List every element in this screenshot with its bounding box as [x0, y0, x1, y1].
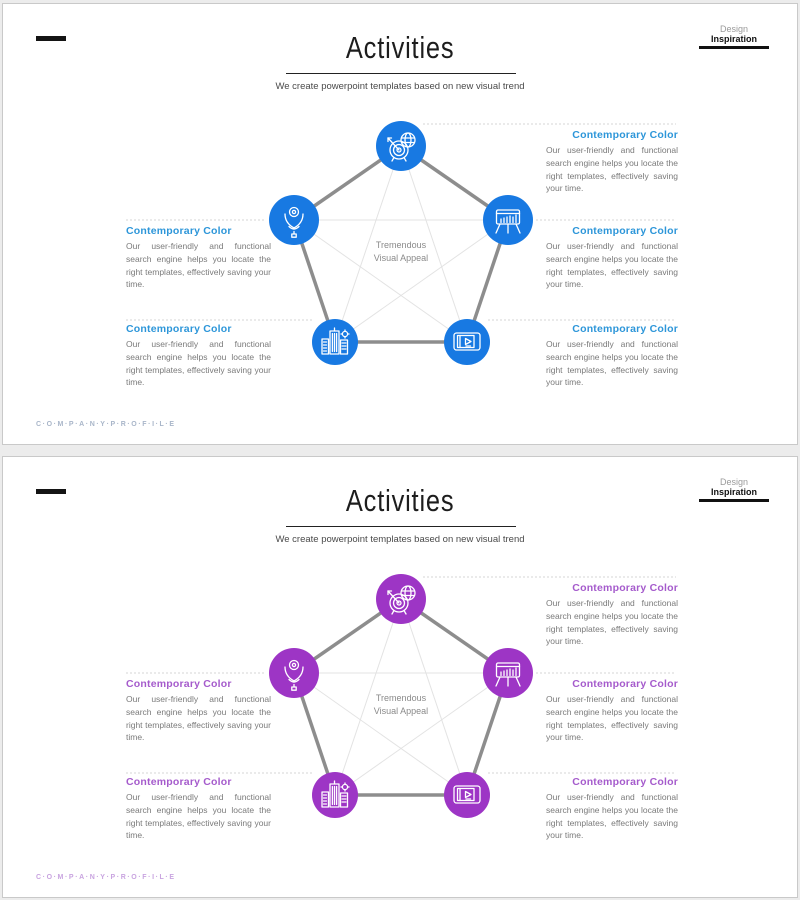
text-block-bottom-left: Contemporary Color Our user-friendly and…: [126, 323, 271, 389]
block-heading: Contemporary Color: [126, 225, 232, 237]
text-block-bottom-right: Contemporary Color Our user-friendly and…: [546, 323, 678, 389]
block-heading: Contemporary Color: [572, 129, 678, 141]
star-line: [400, 145, 468, 343]
inspiration-label: Inspiration: [710, 487, 757, 497]
target-globe-icon: [387, 132, 416, 162]
text-block-top-right: Contemporary Color Our user-friendly and…: [546, 129, 678, 195]
tag-underline: [699, 499, 769, 502]
pentagon-diagram: [126, 574, 676, 818]
node-target: [376, 121, 426, 171]
block-body: Our user-friendly and functional search …: [546, 339, 678, 388]
text-block-top-right: Contemporary Color Our user-friendly and…: [546, 582, 678, 648]
block-heading: Contemporary Color: [572, 776, 678, 788]
page-title: Activities: [345, 483, 455, 518]
star-line: [400, 598, 468, 796]
presentation-chart-icon: [495, 209, 521, 234]
page-title: Activities: [345, 30, 455, 65]
slide-activities-blue: Design Inspiration Activities We create …: [2, 3, 798, 445]
design-label: Design: [719, 477, 748, 487]
video-player-icon: [453, 785, 481, 804]
text-block-bottom-left: Contemporary Color Our user-friendly and…: [126, 776, 271, 842]
block-body: Our user-friendly and functional search …: [126, 792, 271, 841]
page-subtitle: We create powerpoint templates based on …: [275, 534, 525, 545]
block-heading: Contemporary Color: [572, 323, 678, 335]
block-body: Our user-friendly and functional search …: [126, 339, 271, 388]
text-block-bottom-right: Contemporary Color Our user-friendly and…: [546, 776, 678, 842]
video-player-icon: [453, 332, 481, 351]
page-subtitle: We create powerpoint templates based on …: [275, 81, 525, 92]
corner-dash-mark: [36, 36, 66, 41]
design-inspiration-tag: Design Inspiration: [699, 24, 769, 49]
title-underline: [286, 526, 516, 527]
block-heading: Contemporary Color: [572, 582, 678, 594]
inspiration-label: Inspiration: [710, 34, 757, 44]
block-body: Our user-friendly and functional search …: [126, 241, 271, 290]
buildings-icon: [321, 327, 350, 355]
star-line: [334, 672, 509, 796]
star-line: [334, 219, 509, 343]
block-heading: Contemporary Color: [572, 225, 678, 237]
node-presentation: [483, 195, 533, 245]
block-body: Our user-friendly and functional search …: [546, 598, 678, 647]
block-body: Our user-friendly and functional search …: [546, 792, 678, 841]
star-line: [334, 598, 402, 796]
node-location: [269, 648, 319, 698]
company-profile-footer: C·O·M·P·A·N·Y·P·R·O·F·I·L·E: [36, 421, 176, 428]
block-heading: Contemporary Color: [126, 323, 232, 335]
center-label: Tremendous Visual Appeal: [373, 240, 429, 264]
node-presentation: [483, 648, 533, 698]
text-block-mid-right: Contemporary Color Our user-friendly and…: [546, 225, 678, 291]
block-heading: Contemporary Color: [126, 776, 232, 788]
center-label: Tremendous Visual Appeal: [373, 693, 429, 717]
block-heading: Contemporary Color: [126, 678, 232, 690]
text-block-mid-left: Contemporary Color Our user-friendly and…: [126, 225, 271, 291]
location-pin-icon: [284, 206, 304, 238]
location-pin-icon: [284, 659, 304, 691]
tag-underline: [699, 46, 769, 49]
design-label: Design: [719, 24, 748, 34]
block-body: Our user-friendly and functional search …: [126, 694, 271, 743]
text-block-mid-left: Contemporary Color Our user-friendly and…: [126, 678, 271, 744]
slide-activities-purple: Design Inspiration Activities We create …: [2, 456, 798, 898]
node-target: [376, 574, 426, 624]
corner-dash-mark: [36, 489, 66, 494]
block-body: Our user-friendly and functional search …: [546, 145, 678, 194]
buildings-icon: [321, 780, 350, 808]
block-body: Our user-friendly and functional search …: [546, 694, 678, 743]
star-line: [293, 672, 468, 796]
star-line: [334, 145, 402, 343]
block-heading: Contemporary Color: [572, 678, 678, 690]
design-inspiration-tag: Design Inspiration: [699, 477, 769, 502]
title-underline: [286, 73, 516, 74]
pentagon-diagram: [126, 121, 676, 365]
star-line: [293, 219, 468, 343]
node-location: [269, 195, 319, 245]
node-video: [444, 772, 490, 818]
presentation-chart-icon: [495, 662, 521, 687]
target-globe-icon: [387, 585, 416, 615]
text-block-mid-right: Contemporary Color Our user-friendly and…: [546, 678, 678, 744]
node-video: [444, 319, 490, 365]
company-profile-footer: C·O·M·P·A·N·Y·P·R·O·F·I·L·E: [36, 874, 176, 881]
block-body: Our user-friendly and functional search …: [546, 241, 678, 290]
